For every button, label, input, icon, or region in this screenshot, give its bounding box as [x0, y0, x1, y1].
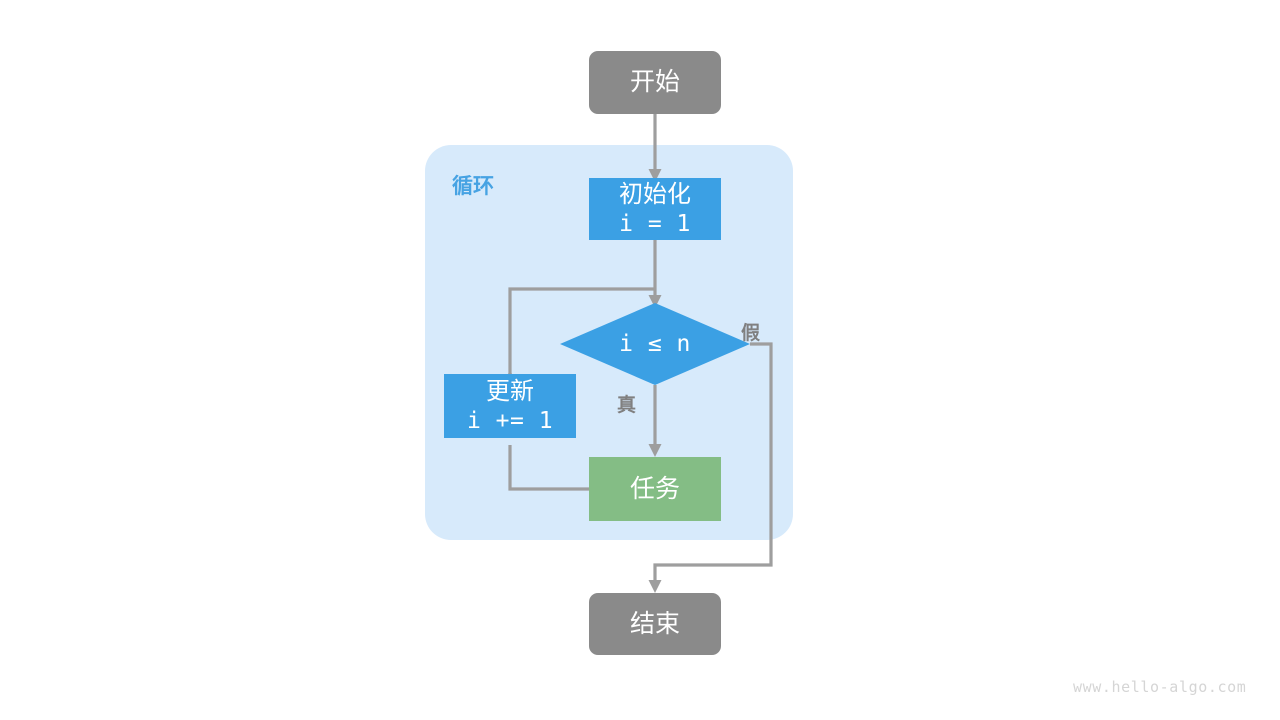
node-init-label: 初始化	[619, 181, 691, 209]
condition-diamond-shape	[560, 303, 750, 385]
node-start-label: 开始	[629, 68, 680, 97]
node-task-label: 任务	[629, 474, 680, 503]
node-init[interactable]: 初始化 i = 1	[589, 178, 721, 240]
node-update[interactable]: 更新 i += 1	[444, 374, 576, 438]
arrowhead-task	[648, 444, 662, 457]
arrowhead-condition	[648, 295, 662, 308]
node-start[interactable]: 开始	[589, 51, 721, 114]
edge-task-to-update	[508, 445, 589, 491]
node-update-label: 更新	[486, 378, 534, 406]
node-end-label: 结束	[629, 609, 680, 638]
arrowhead-end	[648, 580, 662, 593]
arrowhead-init	[648, 169, 662, 182]
node-task[interactable]: 任务	[589, 457, 721, 521]
node-init-expression: i = 1	[619, 210, 691, 237]
edge-label-true: 真	[617, 395, 637, 416]
watermark: www.hello-algo.com	[1073, 678, 1247, 696]
edge-update-to-condition	[508, 287, 655, 374]
node-end[interactable]: 结束	[589, 593, 721, 655]
node-update-expression: i += 1	[466, 407, 554, 434]
connector-lines	[508, 114, 773, 588]
edge-label-false: 假	[741, 323, 761, 344]
loop-group-label: 循环	[452, 175, 494, 198]
edge-condition-to-end	[653, 342, 773, 588]
